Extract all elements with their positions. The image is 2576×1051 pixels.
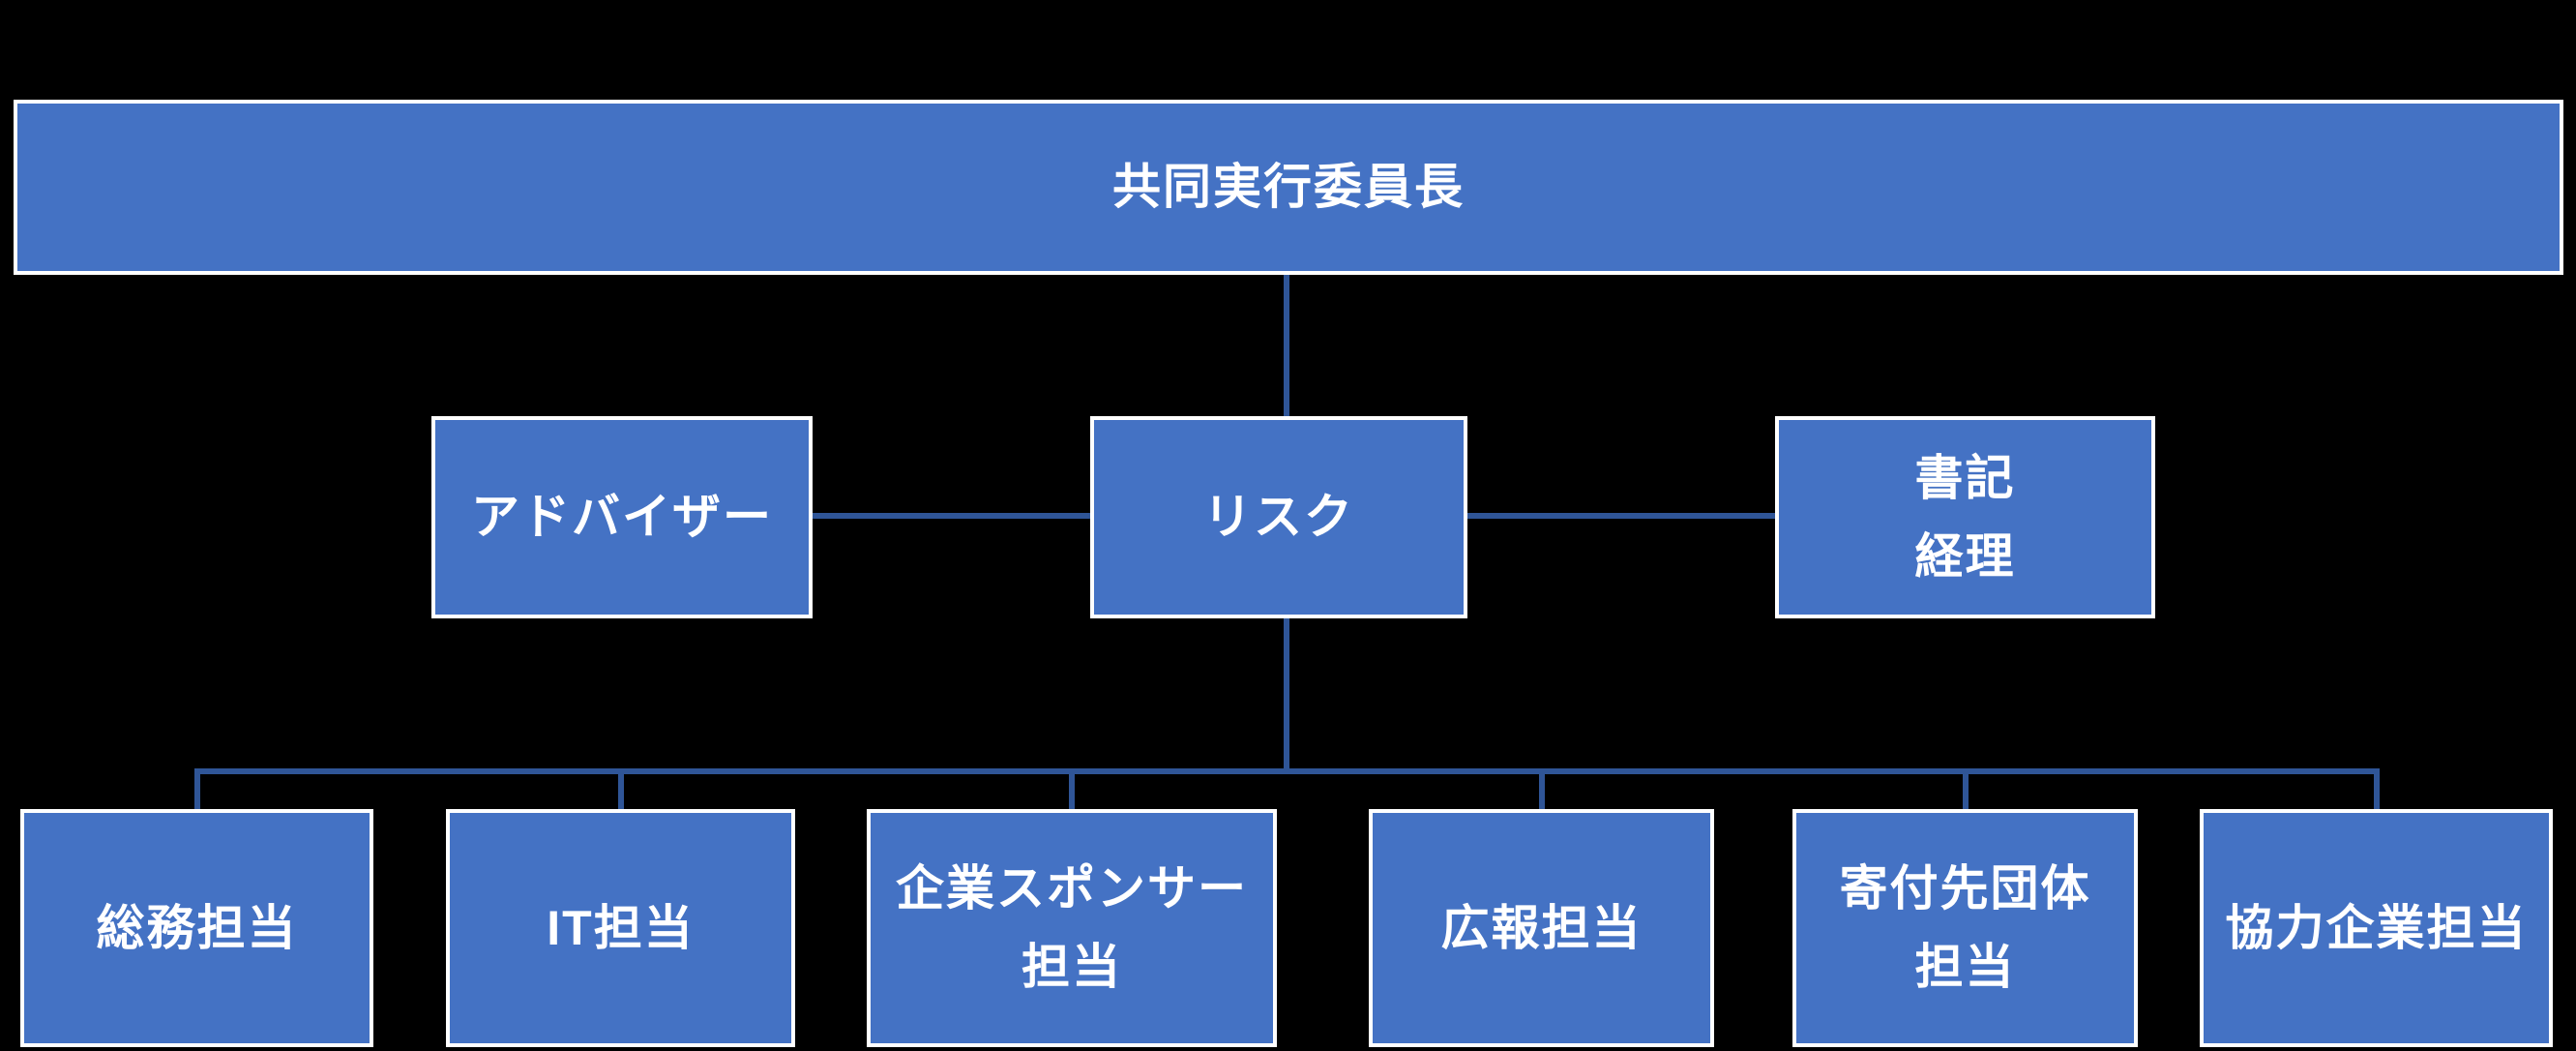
node-general-affairs: 総務担当 — [20, 809, 373, 1047]
node-label: 担当 — [1022, 940, 1122, 994]
connector-drop-it — [618, 768, 624, 813]
node-label: 企業スポンサー — [896, 861, 1248, 916]
connector-risk-to-bus — [1284, 618, 1289, 774]
node-secretary-accounting: 書記 経理 — [1775, 416, 2155, 618]
node-public-relations: 広報担当 — [1369, 809, 1714, 1047]
node-partner-company: 協力企業担当 — [2200, 809, 2553, 1047]
node-joint-executive-chair: 共同実行委員長 — [14, 100, 2563, 275]
node-label: 総務担当 — [96, 900, 298, 955]
connector-risk-to-secretary — [1467, 513, 1775, 519]
node-advisor: アドバイザー — [431, 416, 813, 618]
node-label: 経理 — [1914, 528, 2016, 584]
node-label: 協力企業担当 — [2225, 900, 2528, 955]
connector-drop-kifu — [1963, 768, 1969, 813]
node-label: IT担当 — [547, 900, 695, 955]
connector-drop-kyouryoku — [2374, 768, 2380, 813]
node-label: 担当 — [1914, 940, 2016, 994]
node-corporate-sponsor: 企業スポンサー 担当 — [867, 809, 1277, 1047]
node-risk: リスク — [1090, 416, 1467, 618]
node-it: IT担当 — [446, 809, 795, 1047]
node-label: アドバイザー — [471, 490, 773, 544]
connector-chair-to-risk — [1284, 275, 1289, 416]
connector-bus-line — [194, 768, 2380, 774]
node-label: 広報担当 — [1440, 900, 1643, 955]
node-label: 共同実行委員長 — [1112, 160, 1465, 214]
connector-advisor-to-risk — [813, 513, 1090, 519]
node-donation-recipient: 寄付先団体 担当 — [1792, 809, 2138, 1047]
node-label: 寄付先団体 — [1839, 861, 2091, 916]
connector-drop-soumu — [194, 768, 200, 813]
node-label: リスク — [1203, 490, 1354, 544]
connector-drop-sponsor — [1069, 768, 1075, 813]
node-label: 書記 — [1914, 450, 2016, 505]
connector-drop-kouhou — [1539, 768, 1545, 813]
